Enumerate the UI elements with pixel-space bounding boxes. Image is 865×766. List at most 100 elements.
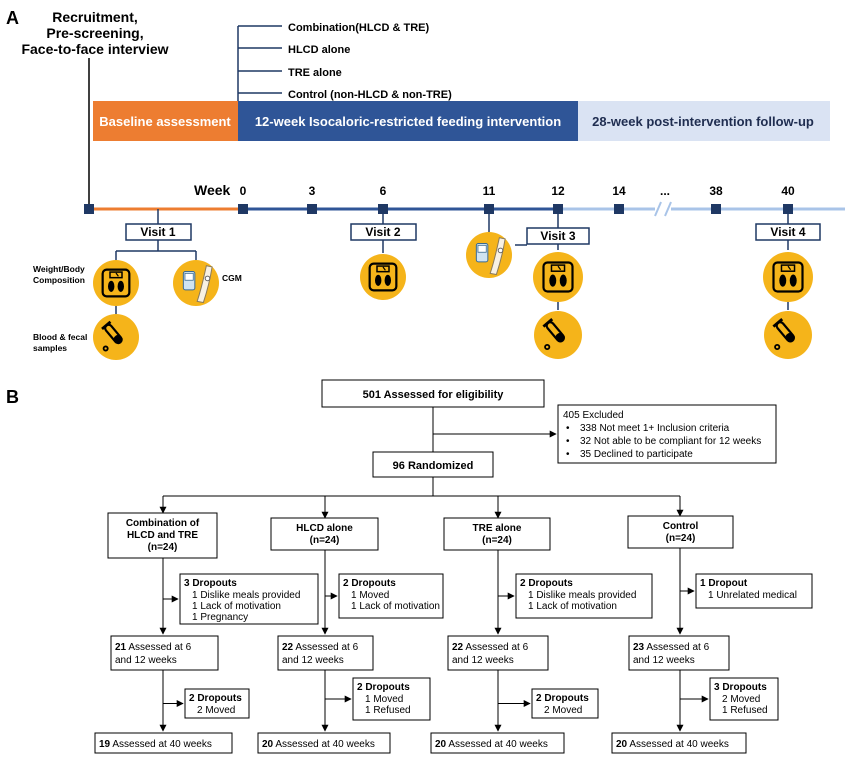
dropouts-title-2: 2 Dropouts	[357, 682, 410, 693]
group-box	[443, 517, 551, 551]
assessed-12-count: 21	[115, 642, 127, 653]
dropout-reason: 1 Refused	[365, 705, 411, 716]
randomized-text: 96 Randomized	[393, 460, 474, 472]
dropouts-title-1: 2 Dropouts	[343, 578, 396, 589]
assessed-12-text: Assessed at 6	[644, 642, 709, 653]
followup-bar	[578, 101, 830, 141]
baseline-label: Baseline assessment	[99, 114, 231, 129]
assessed-12-count: 23	[633, 642, 645, 653]
week-tick-2: 6	[380, 184, 387, 198]
assessed-12-box	[110, 635, 219, 671]
excluded-bullet-1: •	[566, 423, 570, 434]
group-name-line: Combination of	[126, 518, 200, 529]
assessed-40-line: 19 Assessed at 40 weeks	[99, 739, 212, 750]
dropout-reason: 1 Pregnancy	[192, 612, 248, 623]
dropouts-box-2	[531, 688, 599, 719]
group-name-line: HLCD and TRE	[127, 530, 198, 541]
assessed-12-count: 22	[282, 642, 294, 653]
samples-label-2: samples	[33, 343, 67, 353]
assessed-40-text: Assessed at 40 weeks	[446, 739, 548, 750]
assessed-12-box	[447, 635, 549, 671]
recruitment-line-2: Pre-screening,	[46, 25, 143, 41]
assessed-40-line: 20 Assessed at 40 weeks	[616, 739, 729, 750]
group-name-line: (n=24)	[148, 542, 178, 553]
assessed-40-box	[94, 732, 233, 754]
dropouts-box-2	[709, 677, 779, 721]
assessed-12-text: Assessed at 6	[293, 642, 358, 653]
arms-bracket	[237, 25, 282, 101]
assessed-40-text: Assessed at 40 weeks	[273, 739, 375, 750]
cgm-label: CGM	[222, 273, 242, 283]
visit-3-box	[526, 227, 590, 245]
week-tick-5: 14	[612, 184, 626, 198]
visit-4-box	[755, 223, 821, 241]
group-name-line: Control	[663, 521, 699, 532]
dropout-reason: 1 Refused	[722, 705, 768, 716]
dropout-reason: 1 Dislike meals provided	[192, 590, 300, 601]
dropout-reason: 2 Moved	[197, 705, 235, 716]
visit-2-label: Visit 2	[365, 225, 400, 239]
randomized-box	[372, 451, 494, 478]
dropout-reason: 2 Moved	[544, 705, 582, 716]
assessed-12-box	[277, 635, 374, 671]
test-tube-icon	[534, 311, 582, 359]
arm-tre: TRE alone	[288, 67, 342, 79]
assessed-40-line: 20 Assessed at 40 weeks	[262, 739, 375, 750]
scale-icon	[533, 252, 583, 302]
week-tick-8: 40	[781, 184, 795, 198]
week-tick-3: 11	[483, 184, 496, 198]
week-tick-4: 12	[551, 184, 565, 198]
arm-hlcd: HLCD alone	[288, 44, 350, 56]
assessed-40-count: 20	[435, 739, 447, 750]
baseline-bar	[93, 101, 238, 141]
dropout-reason: 1 Unrelated medical	[708, 590, 797, 601]
eligibility-text: 501 Assessed for eligibility	[363, 389, 505, 401]
dropout-reason: 1 Moved	[365, 694, 403, 705]
assessed-12-line-2: and 12 weeks	[115, 655, 177, 666]
assessed-12-line-1: 23 Assessed at 6	[633, 642, 710, 653]
dropouts-box-1	[695, 573, 813, 609]
intervention-label: 12-week Isocaloric-restricted feeding in…	[255, 114, 561, 129]
eligibility-box	[321, 379, 545, 408]
dropouts-title-2: 2 Dropouts	[189, 693, 242, 704]
visit-3-label: Visit 3	[540, 229, 575, 243]
measure-icons	[93, 232, 813, 360]
assessed-40-line: 20 Assessed at 40 weeks	[435, 739, 548, 750]
cgm-icon	[173, 260, 219, 306]
timeline-marker-6	[614, 204, 624, 214]
group-name-line: (n=24)	[666, 533, 696, 544]
group-name-line: TRE alone	[473, 523, 522, 534]
excluded-box	[557, 404, 777, 464]
assessed-40-text: Assessed at 40 weeks	[110, 739, 212, 750]
dropout-reason: 1 Lack of motivation	[528, 601, 617, 612]
dropout-reason: 2 Moved	[722, 694, 760, 705]
visit-4-label: Visit 4	[770, 225, 805, 239]
dropouts-box-2	[184, 688, 250, 719]
arm-control: Control (non-HLCD & non-TRE)	[288, 89, 452, 101]
assessed-40-count: 20	[616, 739, 628, 750]
test-tube-icon	[764, 311, 812, 359]
samples-label-1: Blood & fecal	[33, 332, 87, 342]
group-name-line: (n=24)	[482, 535, 512, 546]
assessed-12-box	[628, 635, 730, 671]
excluded-item-3: 35 Declined to participate	[580, 449, 693, 460]
timeline-marker-7	[711, 204, 721, 214]
assessed-12-line-1: 22 Assessed at 6	[282, 642, 359, 653]
timeline	[89, 201, 845, 217]
visit1-connectors	[115, 209, 197, 314]
assessed-40-count: 20	[262, 739, 274, 750]
dropouts-title-1: 3 Dropouts	[184, 578, 237, 589]
dropouts-title-2: 2 Dropouts	[536, 693, 589, 704]
assessed-40-text: Assessed at 40 weeks	[627, 739, 729, 750]
dropout-reason: 1 Lack of motivation	[192, 601, 281, 612]
assessed-12-line-2: and 12 weeks	[452, 655, 514, 666]
test-tube-icon	[93, 314, 139, 360]
excluded-item-1: 338 Not meet 1+ Inclusion criteria	[580, 423, 730, 434]
week-tick-0: 0	[240, 184, 247, 198]
visit3-connectors	[488, 209, 559, 310]
